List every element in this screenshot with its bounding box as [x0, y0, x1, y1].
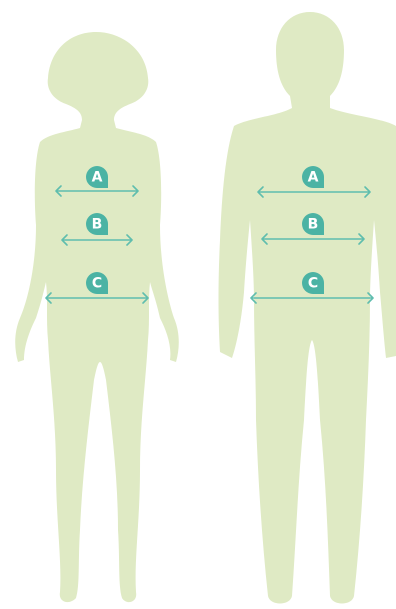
female-measure-c-badge-label: C	[92, 276, 102, 292]
male-figure	[219, 12, 396, 604]
male-measure-b-badge-label: B	[308, 217, 319, 233]
female-figure	[15, 32, 179, 602]
male-measure-a-badge-label: A	[308, 170, 319, 186]
measurement-overlay: A B C A B C	[46, 166, 373, 303]
male-silhouette	[219, 12, 396, 604]
female-measure-a-badge-label: A	[92, 170, 103, 186]
female-silhouette	[15, 32, 179, 602]
female-measure-b-badge-label: B	[92, 217, 103, 233]
male-measure-c-badge-label: C	[308, 276, 318, 292]
